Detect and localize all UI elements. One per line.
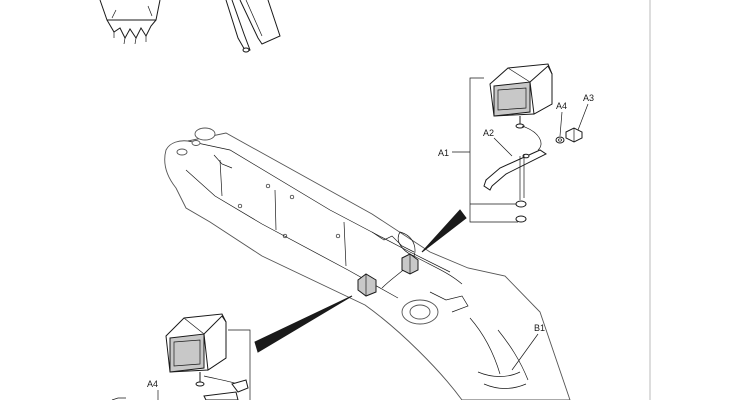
a1-group-bracket bbox=[452, 77, 518, 223]
work-light-bottom bbox=[165, 313, 249, 401]
work-light-top bbox=[489, 63, 553, 151]
bolt-a3 bbox=[565, 127, 583, 143]
callout-a1: A1 bbox=[438, 148, 449, 158]
washer-a4-top bbox=[555, 136, 565, 144]
leader-a2 bbox=[493, 137, 513, 157]
bucket-partial-view bbox=[99, 0, 161, 45]
nut-upper bbox=[515, 200, 527, 208]
callout-a4-bottom: A4 bbox=[147, 379, 158, 389]
attachment-partial-view bbox=[225, 0, 281, 53]
callout-a2: A2 bbox=[483, 128, 494, 138]
pointer-wedge-lower bbox=[254, 295, 353, 353]
pointer-wedge-upper bbox=[421, 209, 467, 253]
callout-a4-top: A4 bbox=[556, 101, 567, 111]
leader-b1 bbox=[511, 333, 539, 371]
callout-a3: A3 bbox=[583, 93, 594, 103]
callout-b1: B1 bbox=[534, 323, 545, 333]
leader-a4-top bbox=[559, 111, 563, 137]
cutoff-callout-stub bbox=[111, 397, 126, 401]
boom-lamp-upper bbox=[401, 253, 419, 275]
boom-arm bbox=[164, 127, 571, 401]
bracket-a2 bbox=[483, 149, 547, 200]
leader-a3 bbox=[577, 103, 589, 131]
nut-lower bbox=[515, 215, 527, 223]
boom-lamp-lower bbox=[357, 273, 377, 297]
bottom-group-bracket bbox=[228, 329, 251, 400]
